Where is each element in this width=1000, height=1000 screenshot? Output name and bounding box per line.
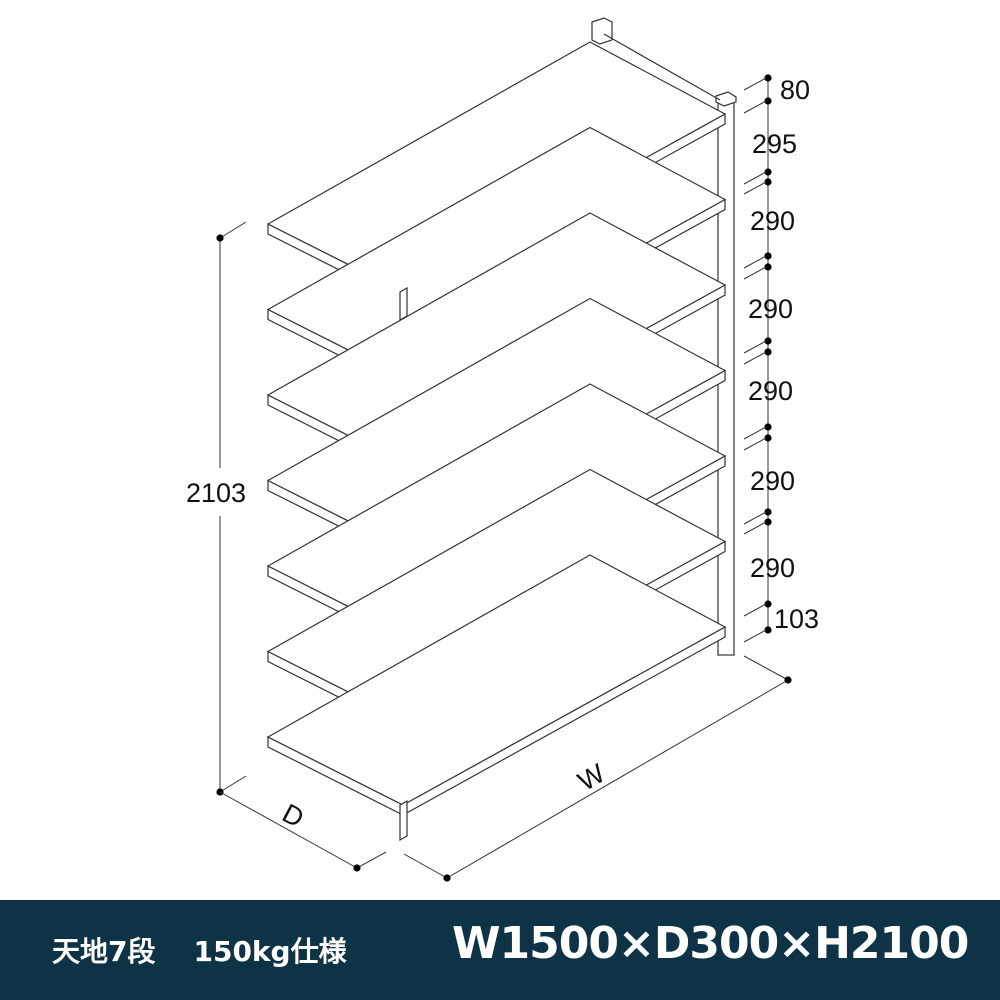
spacing-ext-line [743,511,767,525]
spacing-label-1: 295 [752,129,797,159]
shelf-frame [266,17,737,842]
dim-dot [764,348,772,356]
dim-dot [764,508,772,516]
spacing-ext-line [743,181,767,195]
load-capacity: 150kg仕様 [193,935,347,968]
spacing-label-bottom: 103 [774,604,819,634]
spacing-ext-line [743,77,767,91]
depth-dim-line [219,791,358,869]
dim-dot [216,234,224,242]
dim-dot [764,252,772,260]
back-left-post-cap [591,17,613,45]
width-dim-line [446,679,789,879]
dim-dot [764,518,772,526]
dim-dot [784,676,792,684]
spacing-ext-line [743,629,767,643]
dim-dot [764,168,772,176]
spacing-ext-line [743,100,767,114]
width-ext-line [743,655,789,681]
width-dimension-label: W [573,758,611,797]
spacing-ext-line [743,351,767,365]
dim-dot [764,434,772,442]
spacing-ext-line [743,266,767,280]
spacing-ext-line [743,426,767,440]
spacing-label-4: 290 [748,376,793,406]
dim-dot [353,864,361,872]
back-rail-top [603,33,721,101]
dim-dot [764,423,772,431]
height-dimension-label: 2103 [186,478,246,508]
spacing-label-6: 290 [750,553,795,583]
tier-count: 天地7段 [52,935,156,968]
height-ext-line [219,775,247,793]
spacing-label-top: 80 [780,75,810,105]
spacing-ext-line [743,437,767,451]
spacing-label-5: 290 [750,466,795,496]
dim-dot [443,874,451,882]
back-right-post-cap [715,91,737,107]
depth-ext-line [356,851,387,869]
spacing-ext-line [743,603,767,617]
dim-dot [764,600,772,608]
spec-text: 天地7段 150kg仕様 [52,930,385,970]
dim-dot [764,178,772,186]
spacing-ext-line [743,340,767,354]
spacing-ext-line [743,521,767,535]
shelf-top [266,554,727,806]
dimension-lines [216,74,792,882]
dim-dot [764,97,772,105]
spacing-ext-line [743,255,767,269]
spacing-label-3: 290 [748,294,793,324]
dim-dot [764,74,772,82]
dimensions-text: W1500×D300×H2100 [452,918,969,969]
dim-dot [764,263,772,271]
front-bracket-bottom [399,799,408,842]
shelf-diagram: 2103 D W 80 295 290 290 290 290 290 103 [186,17,819,882]
width-ext-line [403,853,448,879]
dim-dot [764,337,772,345]
spec-banner: 天地7段 150kg仕様 W1500×D300×H2100 [0,900,1000,1000]
spacing-label-2: 290 [750,206,795,236]
front-bracket-top [399,286,408,322]
height-ext-line [219,221,247,239]
depth-dimension-label: D [277,798,308,834]
dim-dot [764,626,772,634]
spacing-ext-line [743,171,767,185]
